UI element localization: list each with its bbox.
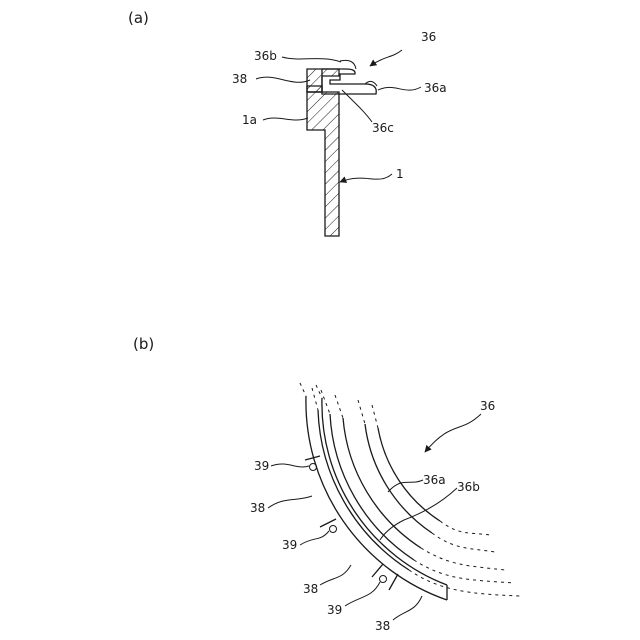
label-39-3: 39 [327,603,342,617]
leader-38-2 [320,565,351,585]
leader-38-3 [393,596,422,620]
arc-5-dash [312,388,318,410]
leader-36-a [370,50,402,66]
arc-3 [343,418,421,548]
arc-1-dash [372,405,378,428]
label-36a: 36a [424,81,447,95]
arc-2-dash [358,400,365,424]
leader-1 [340,174,392,182]
pin-39-1 [310,464,317,471]
label-36c: 36c [372,121,394,135]
leader-39-1 [271,464,309,467]
arc-2 [365,424,432,533]
leader-36-b [425,414,481,452]
label-38-1: 38 [250,501,265,515]
arc-3-dash [335,395,343,418]
panel-label-b: (b) [133,335,154,353]
label-36-a: 36 [421,30,436,44]
label-38-a: 38 [232,72,247,86]
panel-label-a: (a) [128,9,149,27]
arc-4 [330,414,414,560]
label-36b-b: 36b [457,480,480,494]
figure-a: (a) 36b 38 1a 36 36a 36c 1 [128,9,447,236]
figure-b: (b) [133,335,520,633]
arc-5-dash-b [409,570,520,596]
leader-39-2 [300,531,329,545]
label-1: 1 [396,167,404,181]
label-39-2: 39 [282,538,297,552]
leader-1a [263,118,308,120]
label-38-2: 38 [303,582,318,596]
pin-39-2 [330,526,337,533]
label-36a-b: 36a [423,473,446,487]
label-36-b: 36 [480,399,495,413]
leader-38-a [256,77,310,82]
leader-36b [282,57,341,62]
label-39-1: 39 [254,459,269,473]
pin-39-3 [380,576,387,583]
leader-36c [342,90,372,122]
label-36b: 36b [254,49,277,63]
outer-spacer-ring [300,383,447,600]
leader-36a [378,87,421,90]
label-1a: 1a [242,113,257,127]
leader-39-3 [345,582,380,606]
wall-with-flange-section [307,92,339,236]
leader-38-1 [268,496,312,508]
label-38-3: 38 [375,619,390,633]
ring-36b-lip [340,60,356,69]
arc-1-dash-b [440,521,490,535]
arc-2-dash-b [432,533,495,552]
leader-36b-b [380,488,457,540]
arc-4-dash-b [414,560,515,583]
